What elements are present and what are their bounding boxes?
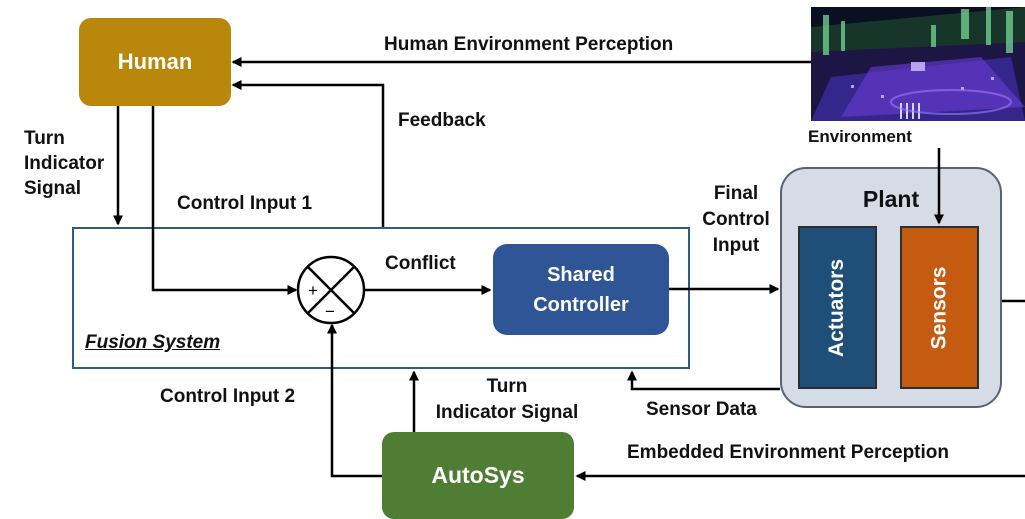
arrow-sensor-data [627, 370, 780, 391]
final-control-input-line1: Final [713, 183, 759, 204]
environment-image [811, 7, 1025, 121]
actuators-block: Actuators [798, 226, 877, 389]
turn-indicator-bottom-line1: Turn [486, 376, 528, 397]
sensor-data-label: Sensor Data [646, 399, 757, 420]
final-control-input-label: Final Control Input [698, 181, 774, 259]
human-env-perception-label: Human Environment Perception [384, 34, 674, 55]
final-control-input-line2: Control [702, 209, 770, 230]
shared-controller-block: Shared Controller [493, 244, 669, 335]
arrow-control-input-1 [151, 106, 298, 295]
arrow-control-input-2 [327, 323, 382, 478]
conflict-label: Conflict [385, 253, 456, 274]
final-control-input-line3: Input [712, 235, 760, 256]
turn-indicator-left-line1: Turn [24, 128, 65, 149]
fusion-system-label: Fusion System [85, 332, 221, 353]
human-block: Human [79, 18, 231, 106]
shared-controller-label-line1: Shared [547, 263, 615, 286]
sensors-block: Sensors [900, 226, 979, 389]
autosys-label: AutoSys [431, 462, 525, 488]
environment-label: Environment [808, 127, 912, 146]
control-input-2-label: Control Input 2 [160, 386, 296, 407]
turn-indicator-signal-left-label: Turn Indicator Signal [24, 126, 104, 201]
arrow-feedback [231, 80, 385, 227]
summing-junction [296, 255, 366, 325]
control-input-1-label: Control Input 1 [177, 193, 313, 214]
turn-indicator-left-line3: Signal [24, 178, 82, 199]
junction-plus: + [308, 281, 318, 300]
shared-controller-label-line2: Controller [533, 293, 629, 316]
feedback-label: Feedback [398, 110, 486, 131]
turn-indicator-signal-bottom-label: Turn Indicator Signal [424, 374, 590, 426]
junction-minus: − [325, 302, 335, 321]
plant-label: Plant [862, 186, 920, 212]
autosys-block: AutoSys [382, 432, 574, 519]
turn-indicator-bottom-line2: Indicator Signal [435, 402, 579, 423]
embedded-env-perception-label: Embedded Environment Perception [627, 442, 949, 463]
turn-indicator-left-line2: Indicator [24, 153, 105, 174]
human-label: Human [117, 49, 193, 74]
